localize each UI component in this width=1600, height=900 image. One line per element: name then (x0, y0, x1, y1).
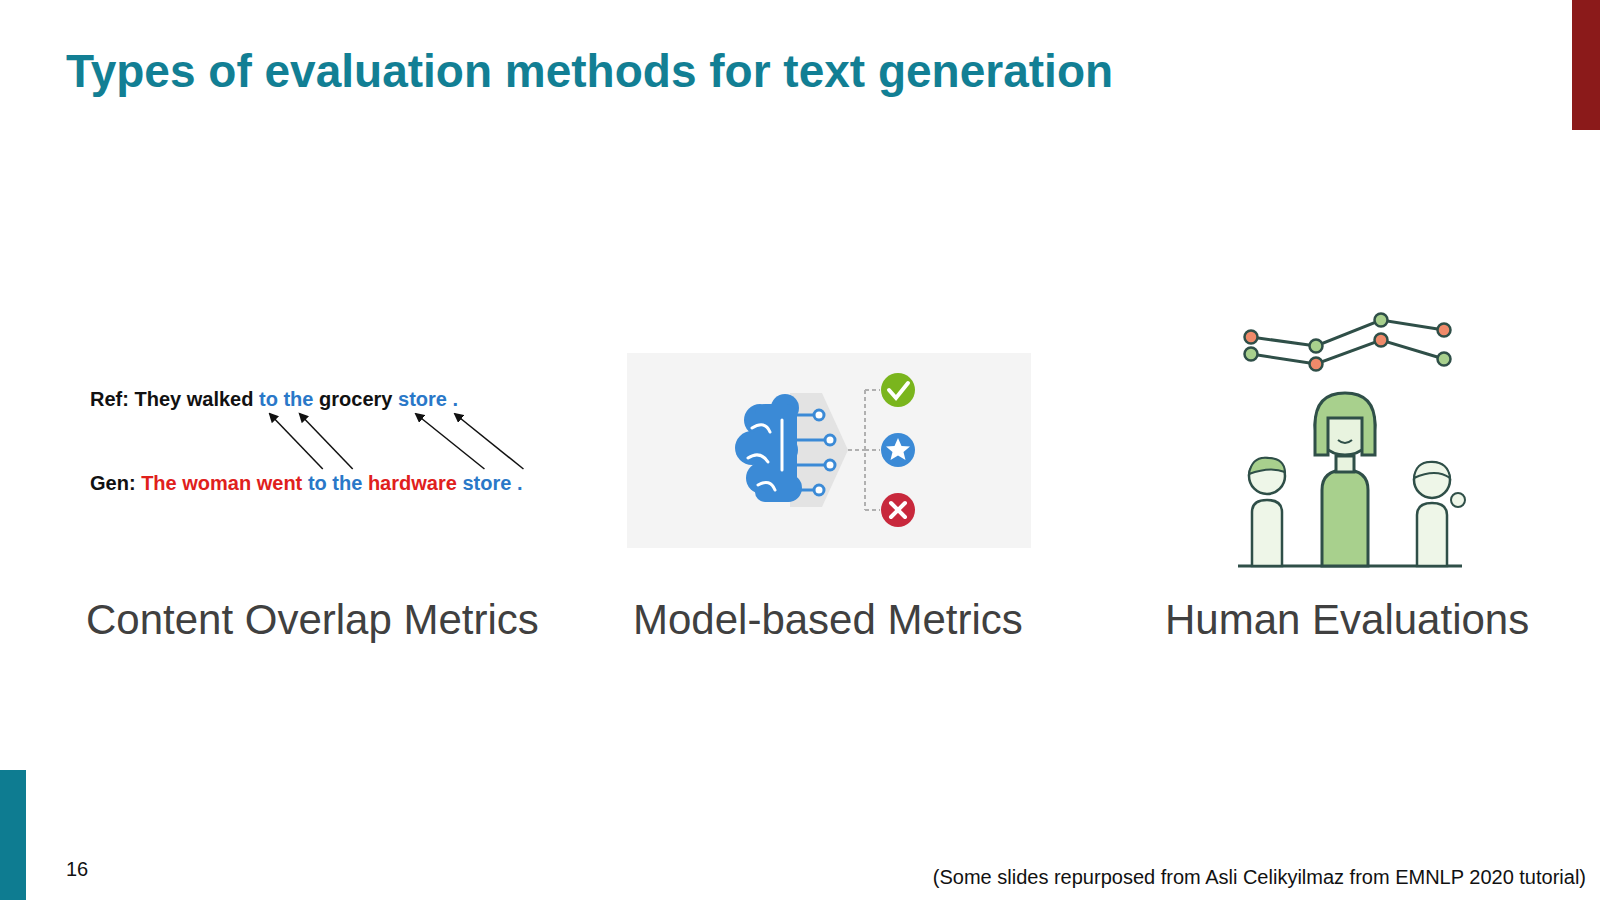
model-icon (627, 353, 1031, 548)
category-heading: Human Evaluations (1165, 596, 1529, 644)
overlap-arrow (300, 414, 353, 469)
overlap-arrow (455, 414, 523, 469)
category-heading: Model-based Metrics (633, 596, 1023, 644)
sentence-segment: to the (259, 388, 313, 411)
page-number: 16 (66, 858, 88, 881)
sentence-segment: The woman went (141, 472, 302, 495)
sentence-segment: Ref: (90, 388, 129, 411)
sentence-segment: hardware (368, 472, 457, 495)
sentence-segment: Gen: (90, 472, 136, 495)
generated-sentence: Gen:The woman went to the hardwarestore . (90, 472, 522, 495)
accent-bar (1572, 0, 1600, 130)
source-note: (Some slides repurposed from Asli Celiky… (933, 866, 1586, 889)
accent-bar (0, 770, 26, 900)
slide-title: Types of evaluation methods for text gen… (66, 44, 1113, 98)
sentence-segment: to the (308, 472, 362, 495)
category-heading: Content Overlap Metrics (86, 596, 539, 644)
sentence-segment: grocery (319, 388, 392, 411)
overlap-arrow (270, 414, 323, 469)
sentence-segment: They walked (134, 388, 253, 411)
sentence-segment: store . (398, 388, 458, 411)
human-icon (1238, 314, 1465, 567)
reference-sentence: Ref:They walked to the grocery store . (90, 388, 458, 411)
overlap-arrow (416, 414, 484, 469)
sentence-segment: store . (462, 472, 522, 495)
